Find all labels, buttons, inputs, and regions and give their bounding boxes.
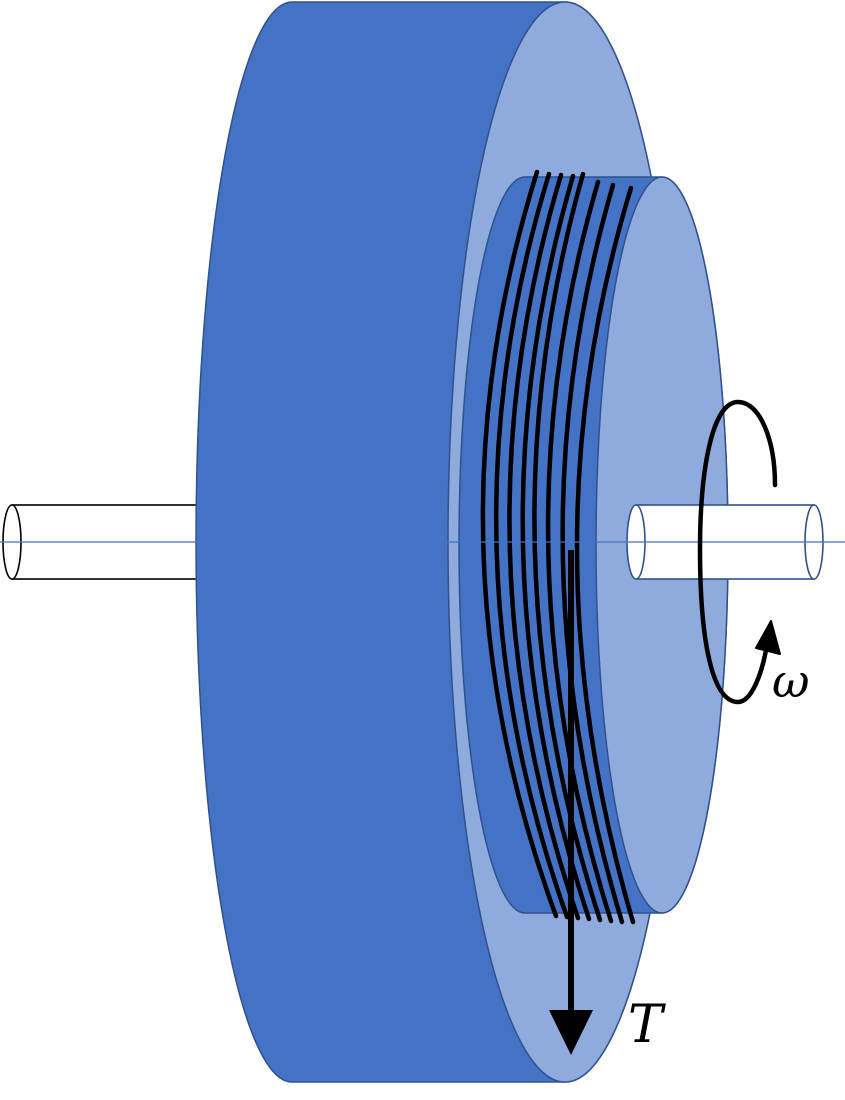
- tension-vector: [549, 550, 593, 1055]
- string-windings: [480, 169, 636, 925]
- rotation-arrow: [697, 399, 781, 705]
- tension-label: T: [628, 995, 666, 1055]
- omega-label: ω: [772, 654, 810, 708]
